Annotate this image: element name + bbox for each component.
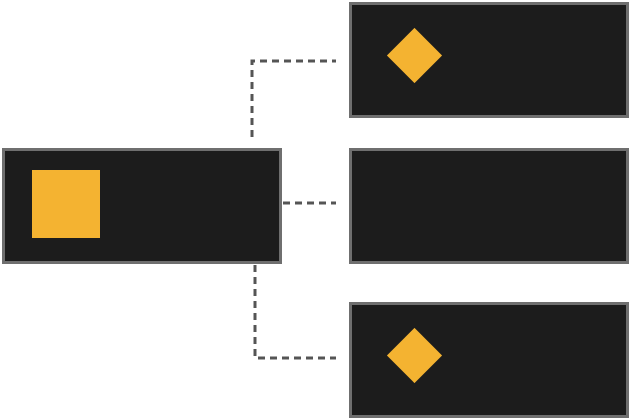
connector-root-to-top [250, 59, 336, 137]
diamond-icon [386, 327, 443, 384]
node-child-middle [349, 148, 629, 264]
square-icon [32, 170, 100, 238]
node-root [2, 148, 282, 264]
node-child-top [349, 2, 629, 118]
connector-root-to-bottom [253, 265, 336, 360]
diamond-icon [386, 27, 443, 84]
node-child-bottom [349, 302, 629, 418]
